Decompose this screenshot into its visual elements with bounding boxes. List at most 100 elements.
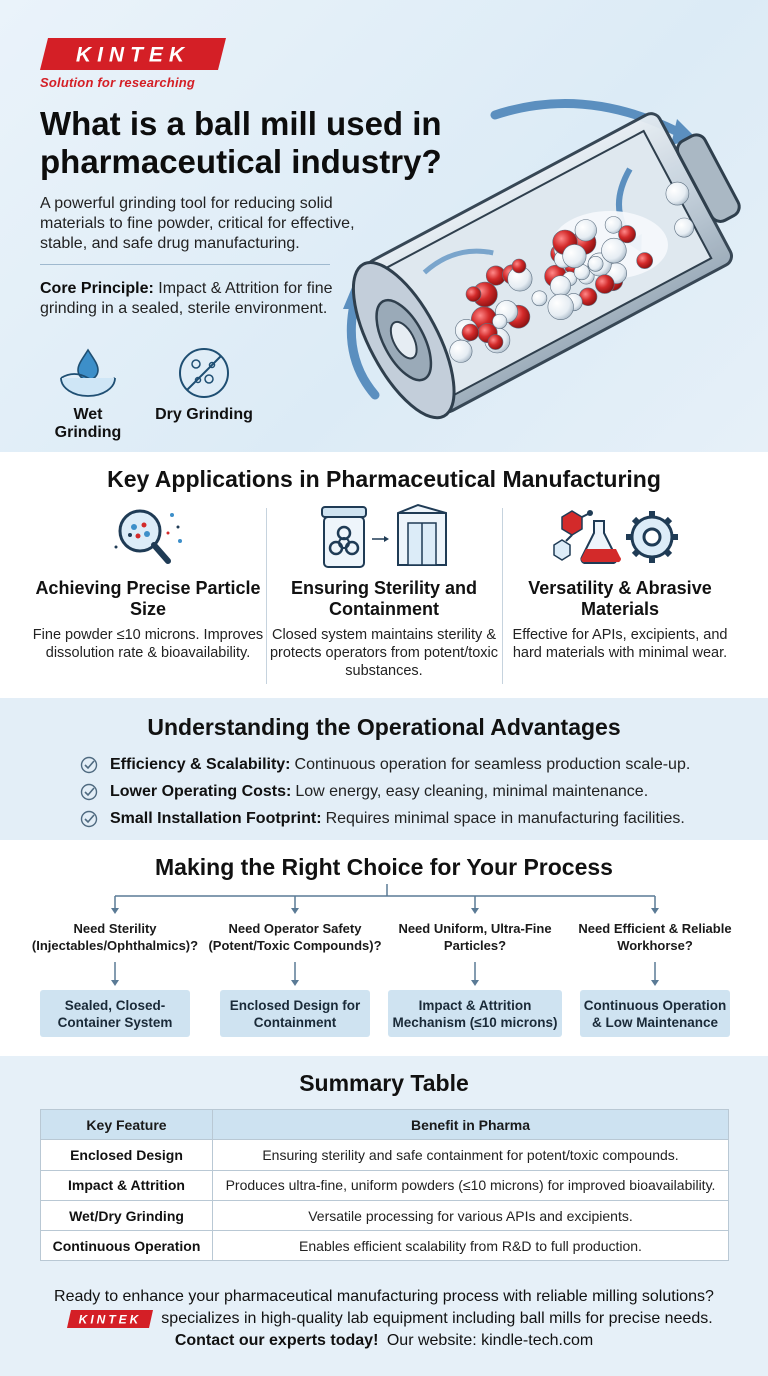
grinding-ball bbox=[604, 216, 623, 234]
water-drop-icon bbox=[60, 348, 116, 397]
grinding-ball bbox=[492, 313, 508, 329]
grinding-ball bbox=[511, 258, 527, 274]
check-circle-icon bbox=[80, 783, 98, 800]
benefit-cell: Produces ultra-fine, uniform powders (≤1… bbox=[212, 1169, 729, 1201]
answer-box: Continuous Operation & Low Maintenance bbox=[580, 990, 730, 1037]
cta-line-3: Contact our experts today! Our website: … bbox=[0, 1332, 768, 1350]
grinding-ball bbox=[487, 334, 504, 350]
decision-tree-lines bbox=[111, 884, 659, 986]
table-row: Wet/Dry Grinding Versatile processing fo… bbox=[40, 1199, 729, 1232]
application-particle-size: Achieving Precise Particle Size Fine pow… bbox=[30, 502, 266, 662]
advantages-section: Understanding the Operational Advantages… bbox=[0, 698, 768, 840]
feature-cell: Continuous Operation bbox=[40, 1230, 213, 1262]
brand-tagline: Solution for researching bbox=[40, 75, 196, 90]
benefit-cell: Enables efficient scalability from R&D t… bbox=[212, 1230, 729, 1262]
grinding-ball bbox=[618, 225, 637, 244]
grinding-ball bbox=[665, 181, 690, 206]
applications-section: Key Applications in Pharmaceutical Manuf… bbox=[0, 452, 768, 698]
grinding-ball bbox=[636, 252, 654, 269]
wet-grinding-label: Wet Grinding bbox=[54, 406, 122, 441]
application-versatility: Versatility & Abrasive Materials Effecti… bbox=[502, 502, 738, 662]
grinding-ball bbox=[601, 237, 627, 264]
feature-cell: Enclosed Design bbox=[40, 1139, 213, 1171]
wet-grinding: Wet Grinding bbox=[40, 346, 136, 442]
contact-callout: Contact our experts today! bbox=[174, 1332, 379, 1349]
column-divider bbox=[266, 508, 267, 684]
table-header-row: Key Feature Benefit in Pharma bbox=[40, 1108, 729, 1141]
biohazard-container-icon bbox=[321, 503, 447, 568]
grinding-ball bbox=[449, 339, 473, 363]
no-water-icon bbox=[179, 348, 229, 398]
dry-grinding-label: Dry Grinding bbox=[155, 406, 253, 423]
application-heading: Ensuring Sterility and Containment bbox=[290, 578, 478, 619]
need-operator-safety: Need Operator Safety (Potent/Toxic Compo… bbox=[208, 921, 382, 953]
summary-section: Summary Table Key Feature Benefit in Pha… bbox=[0, 1056, 768, 1376]
advantage-label: Lower Operating Costs: bbox=[110, 782, 292, 800]
core-principle-text: Impact & Attrition for fine grinding in … bbox=[40, 280, 333, 317]
check-circle-icon bbox=[80, 756, 98, 773]
need-sterility: Need Sterility (Injectables/Ophthalmics)… bbox=[31, 921, 199, 953]
grinding-ball bbox=[674, 217, 695, 238]
advantage-item: Lower Operating Costs: Low energy, easy … bbox=[80, 778, 690, 805]
advantage-text: Requires minimal space in manufacturing … bbox=[325, 809, 685, 827]
column-header: Benefit in Pharma bbox=[212, 1108, 729, 1141]
application-heading: Achieving Precise Particle Size bbox=[35, 578, 261, 619]
advantage-label: Efficiency & Scalability: bbox=[110, 755, 291, 773]
core-principle: Core Principle: Impact & Attrition for f… bbox=[40, 279, 340, 318]
grinding-ball bbox=[531, 290, 548, 307]
advantage-item: Efficiency & Scalability: Continuous ope… bbox=[80, 751, 690, 778]
svg-text:KINTEK: KINTEK bbox=[76, 44, 190, 67]
table-row: Impact & Attrition Produces ultra-fine, … bbox=[40, 1169, 729, 1201]
advantage-text: Continuous operation for seamless produc… bbox=[294, 755, 691, 773]
application-text: Closed system maintains sterility & prot… bbox=[269, 627, 499, 679]
molecule-flask-gear-icon bbox=[553, 510, 678, 565]
choice-title: Making the Right Choice for Your Process bbox=[155, 854, 613, 880]
ball-mill-illustration bbox=[343, 98, 741, 420]
grinding-ball bbox=[550, 275, 572, 297]
grinding-ball bbox=[547, 293, 574, 320]
column-header: Key Feature bbox=[40, 1108, 213, 1141]
benefit-cell: Versatile processing for various APIs an… bbox=[212, 1199, 729, 1232]
table-row: Continuous Operation Enables efficient s… bbox=[40, 1230, 729, 1262]
core-principle-label: Core Principle: bbox=[40, 280, 154, 297]
hero-intro: A powerful grinding tool for reducing so… bbox=[40, 195, 355, 252]
dry-grinding: Dry Grinding bbox=[154, 346, 254, 424]
advantages-title: Understanding the Operational Advantages bbox=[147, 714, 621, 740]
page-title: What is a ball mill used in pharmaceutic… bbox=[40, 105, 442, 180]
application-heading: Versatility & Abrasive Materials bbox=[528, 578, 712, 619]
application-text: Fine powder ≤10 microns. Improves dissol… bbox=[32, 627, 264, 661]
grinding-ball bbox=[461, 323, 480, 342]
grinding-ball bbox=[574, 219, 597, 242]
hero-section: KINTEK Solution for researching What is … bbox=[0, 0, 768, 452]
answer-box: Impact & Attrition Mechanism (≤10 micron… bbox=[388, 990, 562, 1037]
column-divider bbox=[502, 508, 503, 684]
advantage-item: Small Installation Footprint: Requires m… bbox=[80, 805, 690, 832]
answer-box: Enclosed Design for Containment bbox=[220, 990, 370, 1037]
grinding-ball bbox=[562, 244, 587, 269]
feature-cell: Wet/Dry Grinding bbox=[40, 1199, 213, 1232]
advantages-list: Efficiency & Scalability: Continuous ope… bbox=[80, 751, 690, 832]
grinding-ball bbox=[465, 286, 482, 302]
kintek-logo: KINTEK bbox=[40, 38, 226, 70]
advantage-label: Small Installation Footprint: bbox=[110, 809, 322, 827]
cta-line-2-text: specializes in high-quality lab equipmen… bbox=[161, 1310, 713, 1327]
grinding-ball bbox=[587, 256, 604, 272]
choice-section: Making the Right Choice for Your Process… bbox=[0, 840, 768, 1056]
advantage-text: Low energy, easy cleaning, minimal maint… bbox=[295, 782, 649, 800]
kintek-logo-small: KINTEK bbox=[67, 1310, 154, 1328]
application-sterility: Ensuring Sterility and Containment Close… bbox=[266, 502, 502, 680]
answer-box: Sealed, Closed-Container System bbox=[40, 990, 190, 1037]
check-circle-icon bbox=[80, 810, 98, 827]
application-text: Effective for APIs, excipients, and hard… bbox=[512, 627, 728, 661]
table-row: Enclosed Design Ensuring sterility and s… bbox=[40, 1139, 729, 1171]
website-text: Our website: kindle-tech.com bbox=[386, 1332, 594, 1349]
cta-line-2: KINTEK specializes in high-quality lab e… bbox=[60, 1310, 720, 1328]
magnifier-particles-icon bbox=[114, 509, 182, 564]
benefit-cell: Ensuring sterility and safe containment … bbox=[212, 1139, 729, 1171]
applications-title: Key Applications in Pharmaceutical Manuf… bbox=[107, 466, 661, 492]
summary-table: Key Feature Benefit in Pharma Enclosed D… bbox=[40, 1108, 729, 1262]
svg-text:KINTEK: KINTEK bbox=[79, 1313, 142, 1327]
grinding-ball bbox=[595, 274, 615, 294]
need-fine-particles: Need Uniform, Ultra-Fine Particles? bbox=[398, 921, 552, 953]
divider bbox=[40, 264, 330, 265]
